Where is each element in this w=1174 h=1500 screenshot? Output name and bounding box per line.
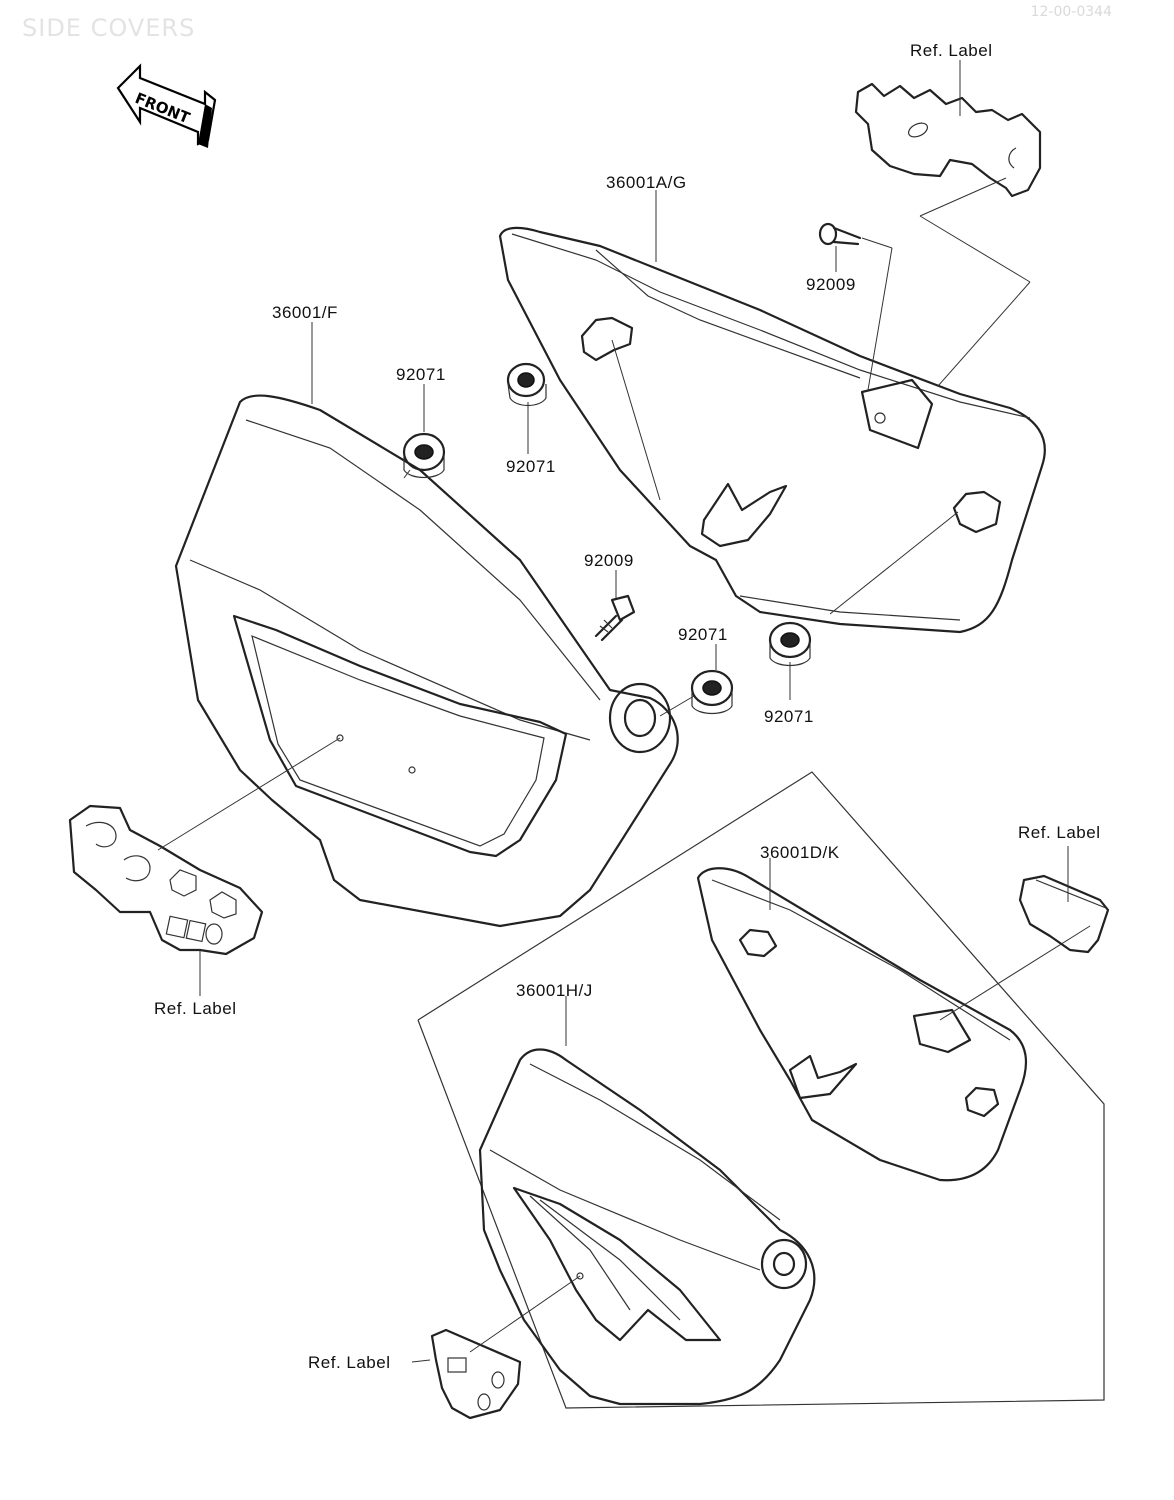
- grommet-92071-b: [506, 362, 547, 407]
- label-92071-c: 92071: [678, 625, 728, 644]
- bolt-92009-mid: [594, 594, 636, 642]
- label-ref-label-left: Ref. Label: [154, 999, 237, 1018]
- page-title: SIDE COVERS: [22, 14, 196, 42]
- label-ref-label-top: Ref. Label: [910, 41, 993, 60]
- label-92009-top: 92009: [806, 275, 856, 294]
- side-cover-36001hj: [478, 1048, 816, 1406]
- label-36001f: 36001/F: [272, 303, 338, 322]
- ref-label-decal-left: [68, 804, 264, 956]
- label-92071-b: 92071: [506, 457, 556, 476]
- label-ref-label-right: Ref. Label: [1018, 823, 1101, 842]
- ref-label-decal-bottom: [430, 1328, 522, 1420]
- diagram-code: 12-00-0344: [1030, 4, 1112, 20]
- front-arrow-icon: FRONT: [116, 63, 217, 148]
- side-cover-36001f: [174, 394, 679, 928]
- leader-lines: [157, 60, 1091, 1363]
- label-92009-mid: 92009: [584, 551, 634, 570]
- label-36001dk: 36001D/K: [760, 843, 840, 862]
- side-cover-36001dk: [696, 867, 1027, 1182]
- side-cover-36001ag: [498, 226, 1046, 634]
- label-36001ag: 36001A/G: [606, 173, 687, 192]
- ref-label-decal-top: [854, 82, 1042, 198]
- grommet-92071-c: [690, 669, 734, 715]
- label-92071-d: 92071: [764, 707, 814, 726]
- bolt-92009-top: [818, 222, 862, 246]
- label-92071-a: 92071: [396, 365, 446, 384]
- ref-label-decal-right: [1018, 874, 1110, 954]
- label-ref-label-bottom: Ref. Label: [308, 1353, 391, 1372]
- grommet-92071-a: [402, 432, 446, 479]
- label-36001hj: 36001H/J: [516, 981, 593, 1000]
- grommet-92071-d: [768, 621, 812, 667]
